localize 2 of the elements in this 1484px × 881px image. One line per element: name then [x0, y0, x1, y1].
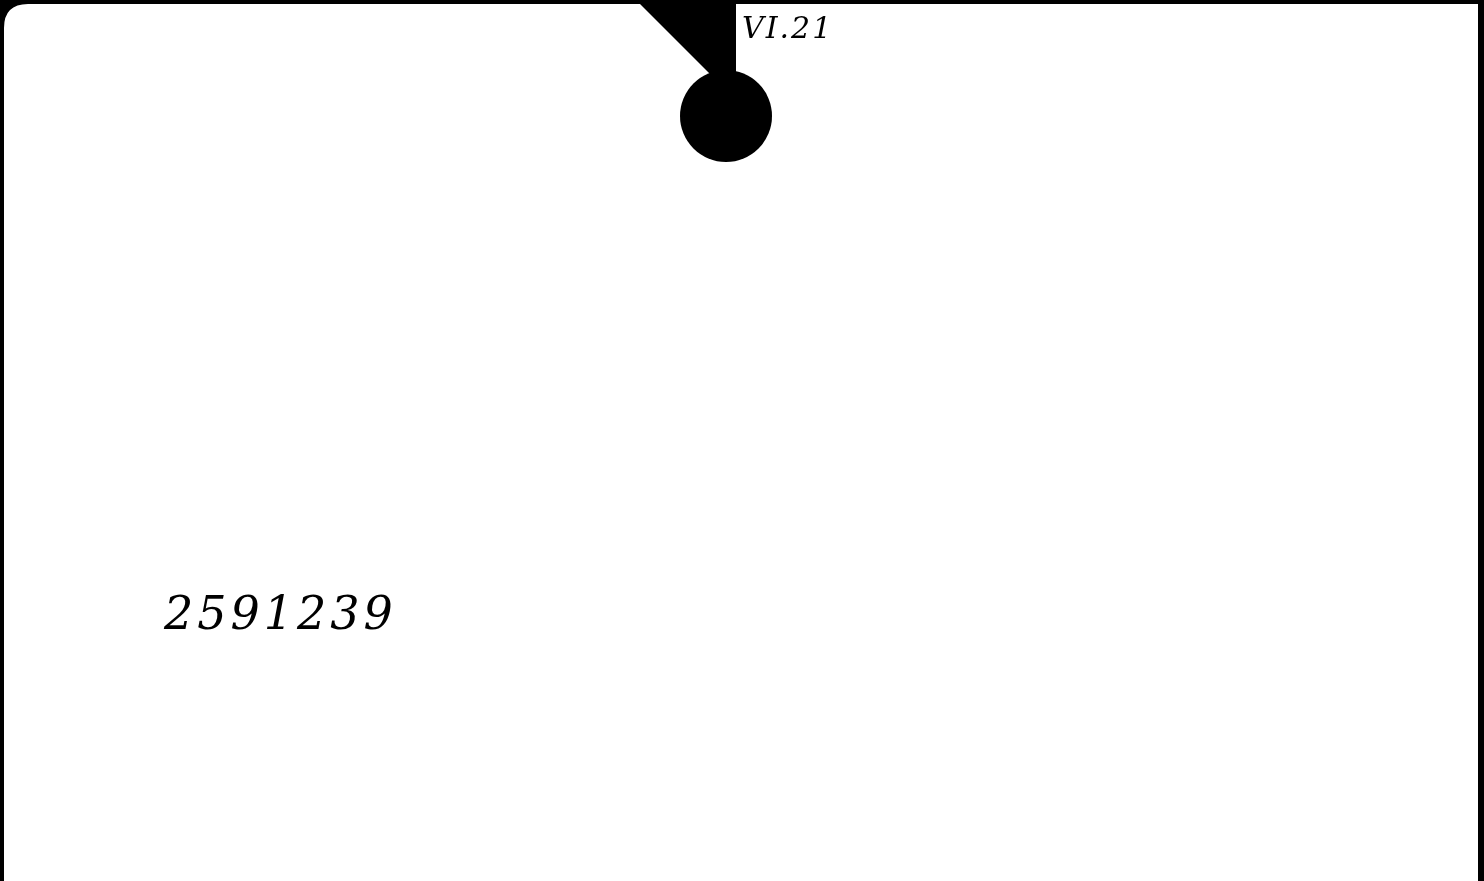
handwritten-note: VI.21 [742, 10, 834, 45]
handwritten-number: 2591239 [164, 586, 397, 640]
